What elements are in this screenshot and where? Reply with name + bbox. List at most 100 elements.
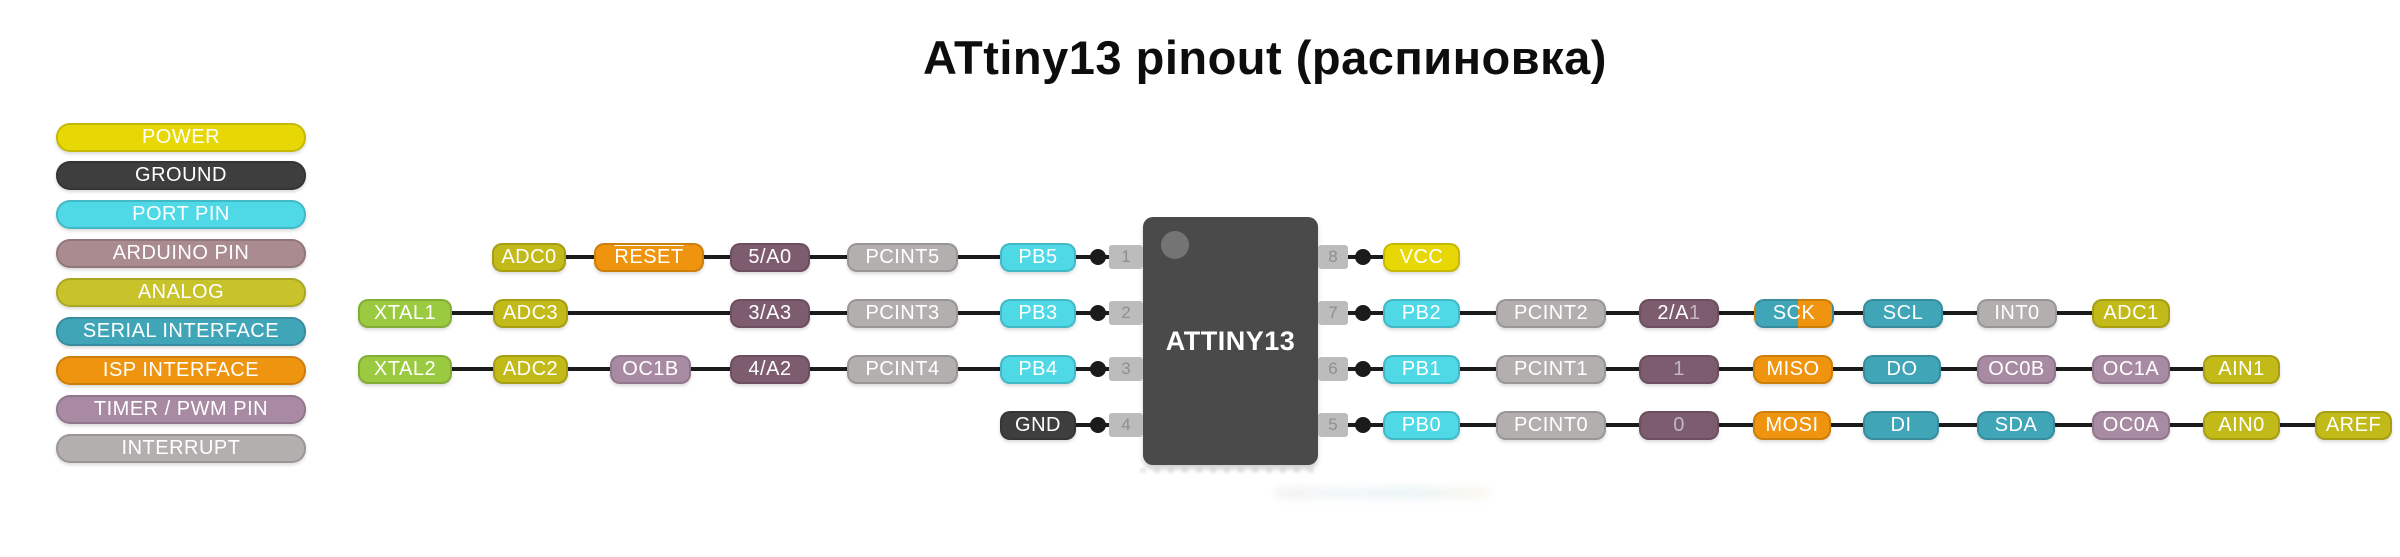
badge-label: DO [1886, 358, 1918, 380]
pin-badge-miso: MISO [1753, 355, 1833, 384]
badge-label: PCINT2 [1513, 302, 1589, 324]
badge-label: 4/A2 [748, 358, 792, 380]
pin-badge-reset: RESET [594, 243, 704, 272]
badge-label: OC0A [2102, 414, 2160, 436]
pin-badge-1: 1 [1639, 355, 1719, 384]
legend-label: PORT PIN [132, 203, 230, 225]
badge-label: PCINT4 [865, 358, 940, 380]
badge-label: 0 [1673, 414, 1685, 436]
pin-badge-oc0b: OC0B [1977, 355, 2056, 384]
pin-badge-vcc: VCC [1383, 243, 1460, 272]
connector-dot-pin-6 [1355, 361, 1371, 377]
legend-item-interrupt: INTERRUPT [56, 434, 306, 463]
legend-label: TIMER / PWM PIN [93, 398, 269, 420]
pin-badge-3-a3: 3/A3 [730, 299, 810, 328]
badge-label: PB3 [1018, 302, 1058, 324]
connector-dot-pin-4 [1090, 417, 1106, 433]
pin-badge-di: DI [1863, 411, 1939, 440]
badge-label: ADC0 [501, 246, 557, 268]
pin-leg-4: 4 [1109, 413, 1143, 437]
pin-badge-2-a1: 2/A1 [1639, 299, 1719, 328]
badge-label: SDA [1994, 414, 2038, 436]
pin-leg-8: 8 [1318, 245, 1348, 269]
badge-label: OC0B [1988, 358, 2045, 380]
pin-badge-pcint2: PCINT2 [1496, 299, 1606, 328]
badge-label: 5/A0 [748, 246, 792, 268]
legend-label: INTERRUPT [121, 437, 241, 459]
pin-badge-mosi: MOSI [1753, 411, 1831, 440]
badge-label: ADC3 [502, 302, 559, 324]
pin-badge-pcint5: PCINT5 [847, 243, 958, 272]
legend-item-port-pin: PORT PIN [56, 200, 306, 229]
badge-label: PCINT0 [1513, 414, 1589, 436]
pin-badge-pb5: PB5 [1000, 243, 1076, 272]
badge-label: PB2 [1401, 302, 1442, 324]
pin-badge-xtal1: XTAL1 [358, 299, 452, 328]
pin-badge-gnd: GND [1000, 411, 1076, 440]
badge-label: SCL [1882, 302, 1924, 324]
pin-leg-7: 7 [1318, 301, 1348, 325]
watermark-smudge [1140, 468, 1320, 473]
badge-label: PB0 [1401, 414, 1442, 436]
pin-number: 4 [1121, 415, 1131, 434]
badge-label: 3/A3 [748, 302, 792, 324]
badge-label: XTAL2 [373, 358, 437, 380]
pin-leg-3: 3 [1109, 357, 1143, 381]
badge-label: AREF [2325, 414, 2382, 436]
badge-label: INT0 [1994, 302, 2040, 324]
legend-item-analog: ANALOG [56, 278, 306, 307]
badge-label: SCK [1772, 302, 1816, 324]
badge-label: MISO [1766, 358, 1820, 380]
pin-leg-5: 5 [1318, 413, 1348, 437]
legend-label: ISP INTERFACE [102, 359, 260, 381]
badge-label: 1 [1673, 358, 1685, 380]
badge-label: AIN0 [2218, 414, 2265, 436]
pin-badge-ain0: AIN0 [2203, 411, 2280, 440]
wire-pin-1 [529, 255, 1143, 259]
pin-badge-xtal2: XTAL2 [358, 355, 452, 384]
pin-badge-scl: SCL [1863, 299, 1943, 328]
pin-badge-adc2: ADC2 [493, 355, 568, 384]
legend-item-serial-interface: SERIAL INTERFACE [56, 317, 306, 346]
legend-item-timer-pwm-pin: TIMER / PWM PIN [56, 395, 306, 424]
chip-body: ATTINY13 [1143, 217, 1318, 465]
badge-label: MOSI [1765, 414, 1819, 436]
pin-number: 3 [1121, 359, 1131, 378]
pin-badge-pb1: PB1 [1383, 355, 1460, 384]
legend-item-isp-interface: ISP INTERFACE [56, 356, 306, 385]
pin-badge-sck: SCK [1754, 299, 1834, 328]
page-title: ATtiny13 pinout (распиновка) [923, 31, 1607, 84]
wire-pin-5 [1348, 423, 2354, 427]
badge-label: PB4 [1018, 358, 1058, 380]
badge-label: PCINT5 [865, 246, 940, 268]
legend-item-power: POWER [56, 123, 306, 152]
pin-badge-do: DO [1863, 355, 1941, 384]
pin-badge-4-a2: 4/A2 [730, 355, 810, 384]
pin-badge-pcint3: PCINT3 [847, 299, 958, 328]
badge-label: OC1B [622, 358, 679, 380]
connector-dot-pin-1 [1090, 249, 1106, 265]
legend-label: GROUND [135, 164, 227, 186]
pin-badge-adc0: ADC0 [492, 243, 566, 272]
legend-label: ARDUINO PIN [112, 242, 250, 264]
pin-badge-adc3: ADC3 [493, 299, 568, 328]
pin-badge-pb0: PB0 [1383, 411, 1460, 440]
pin-badge-adc1: ADC1 [2092, 299, 2170, 328]
connector-dot-pin-5 [1355, 417, 1371, 433]
legend-item-arduino-pin: ARDUINO PIN [56, 239, 306, 268]
connector-dot-pin-2 [1090, 305, 1106, 321]
pin-badge-ain1: AIN1 [2203, 355, 2280, 384]
badge-label: ADC2 [502, 358, 559, 380]
pin-badge-pb2: PB2 [1383, 299, 1460, 328]
pin-leg-2: 2 [1109, 301, 1143, 325]
badge-label: PCINT1 [1513, 358, 1589, 380]
badge-label: GND [1015, 414, 1061, 436]
pin-badge-aref: AREF [2315, 411, 2392, 440]
chip-label: ATTINY13 [1165, 325, 1296, 356]
badge-label: RESET [614, 246, 684, 268]
badge-label: ADC1 [2103, 302, 2159, 324]
watermark-smudge [1275, 487, 1490, 499]
pin-badge-oc1b: OC1B [610, 355, 691, 384]
pin-badge-sda: SDA [1977, 411, 2055, 440]
